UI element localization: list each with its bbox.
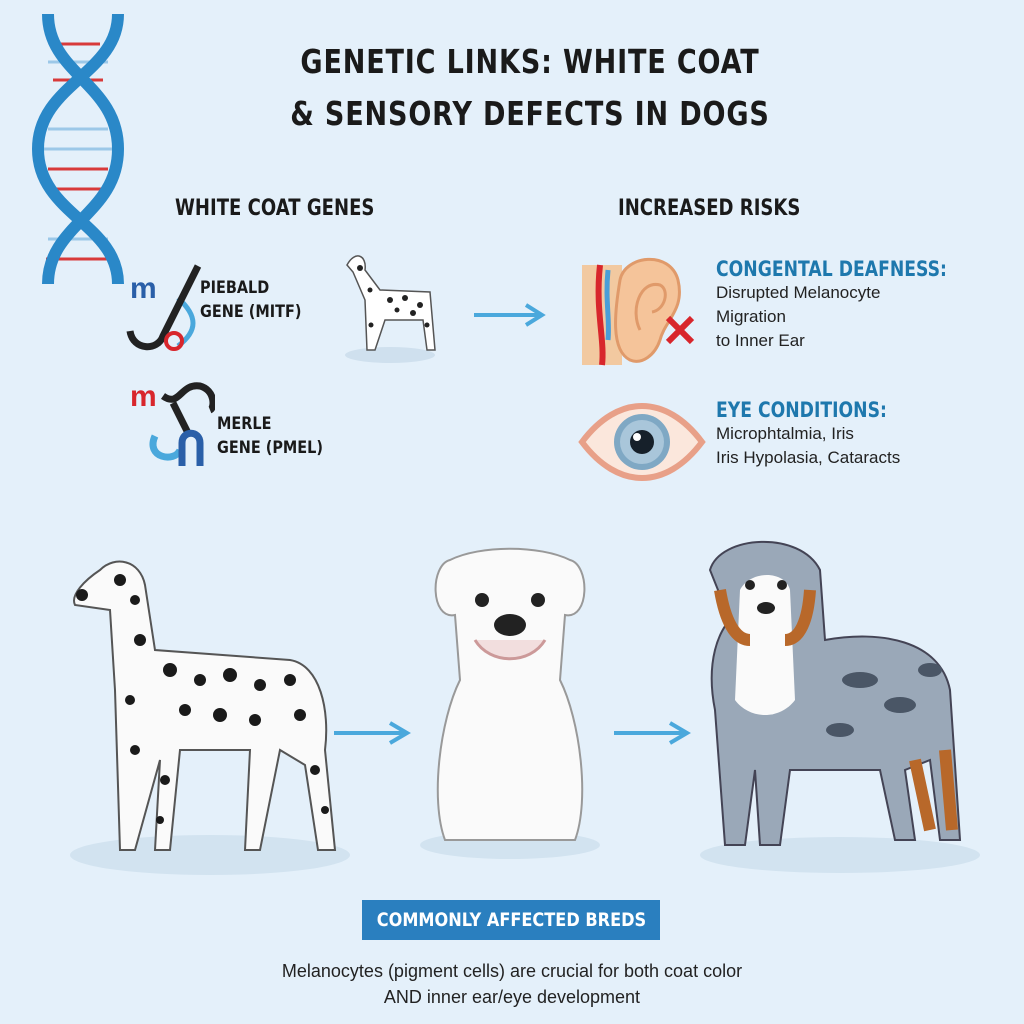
eye-icon	[578, 403, 706, 481]
title-line-2: & SENSORY DEFECTS IN DOGS	[290, 94, 770, 133]
dna-helix-icon	[31, 14, 125, 284]
merle-gene-label: MERLE GENE (PMEL)	[217, 412, 323, 460]
footer-line-2: AND inner ear/eye development	[383, 987, 641, 1007]
page-title: GENETIC LINKS: WHITE COAT & SENSORY DEFE…	[259, 36, 800, 140]
risk-desc-line: Disrupted Melanocyte	[716, 283, 881, 302]
risk-eye-conditions: EYE CONDITIONS: Microphtalmia, Iris Iris…	[716, 398, 924, 470]
title-line-1: GENETIC LINKS: WHITE COAT	[300, 42, 760, 81]
risk-title: EYE CONDITIONS:	[716, 398, 887, 422]
footer-note: Melanocytes (pigment cells) are crucial …	[150, 958, 874, 1010]
risk-desc-line: Microphtalmia, Iris	[716, 424, 854, 443]
commonly-affected-breeds-banner: COMMONLY AFFECTED BREDS	[362, 900, 660, 940]
banner-label: COMMONLY AFFECTED BREDS	[376, 909, 646, 931]
footer-line-1: Melanocytes (pigment cells) are crucial …	[281, 961, 743, 981]
gene-name: PIEBALD	[200, 278, 270, 298]
risk-desc-line: to Inner Ear	[716, 331, 805, 350]
piebald-gene-label: PIEBALD GENE (MITF)	[200, 276, 301, 324]
small-dalmatian-illustration	[345, 255, 436, 363]
arrow-right-icon	[474, 303, 546, 327]
white-boxer-illustration	[420, 547, 600, 859]
gene-id: GENE (PMEL)	[217, 438, 323, 458]
risk-deafness: CONGENTAL DEAFNESS: Disrupted Melanocyte…	[716, 257, 998, 353]
gene-name: MERLE	[217, 414, 272, 434]
gene-id: GENE (MITF)	[200, 302, 302, 322]
arrow-right-icon	[614, 721, 691, 745]
piebald-gene-icon: m	[126, 264, 202, 351]
merle-gene-icon: m	[130, 380, 215, 466]
svg-text:m: m	[130, 380, 157, 413]
ear-icon	[582, 257, 695, 366]
increased-risks-heading: INCREASED RISKS	[618, 196, 801, 221]
risk-desc-line: Migration	[716, 307, 786, 326]
arrow-right-icon	[334, 721, 411, 745]
white-coat-genes-heading: WHITE COAT GENES	[175, 196, 375, 221]
risk-desc-line: Iris Hypolasia, Cataracts	[716, 448, 901, 467]
svg-text:m: m	[130, 272, 157, 305]
risk-title: CONGENTAL DEAFNESS:	[716, 257, 947, 281]
australian-shepherd-illustration	[700, 540, 980, 873]
dalmatian-illustration	[70, 560, 350, 875]
